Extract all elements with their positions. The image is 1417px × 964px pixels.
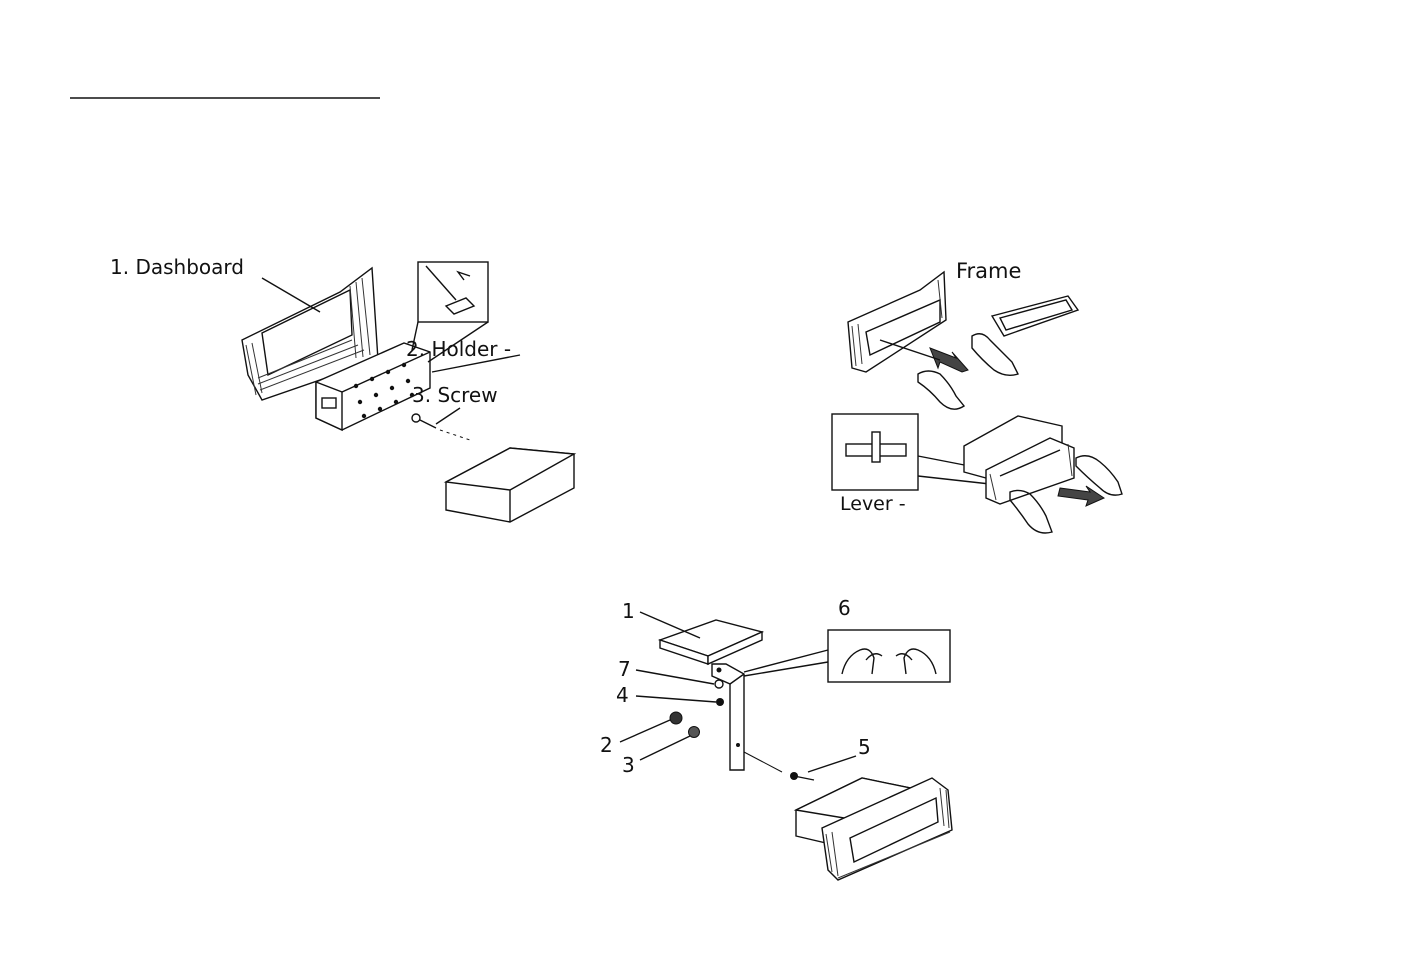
label-part-5: 5 <box>858 735 871 759</box>
hand-left-bottom <box>1009 489 1053 534</box>
inset-screwdriver-detail <box>411 261 489 363</box>
label-frame: Frame <box>956 259 1021 283</box>
radio-unit-box <box>443 447 577 523</box>
inset-lever-detail <box>831 413 991 491</box>
label-dashboard: 1. Dashboard <box>110 255 244 279</box>
label-lever: Lever - <box>840 493 906 515</box>
screw-part <box>411 407 471 441</box>
holder-sleeve <box>315 342 431 432</box>
washer-3 <box>688 726 700 738</box>
label-screw: 3. Screw <box>412 383 498 407</box>
mounting-plate <box>657 619 765 666</box>
diagram-c-bracket-install: 1 6 7 4 2 3 5 <box>600 596 953 881</box>
dashboard-panel <box>241 266 379 401</box>
pull-arrow-top <box>879 339 969 373</box>
inset-hands-detail <box>743 629 951 683</box>
diagram-b-removal: Frame Lever - <box>831 259 1123 534</box>
label-part-2: 2 <box>600 733 613 757</box>
pull-arrow-bottom <box>1057 485 1106 507</box>
label-part-4: 4 <box>616 683 629 707</box>
bracket-strap <box>711 663 745 771</box>
label-part-1: 1 <box>622 599 635 623</box>
washer-7 <box>714 679 724 689</box>
diagram-a-dashboard-install: 1. Dashboard 2. Holder - 3. Screw <box>110 255 577 523</box>
removal-radio-unit <box>963 415 1075 505</box>
hand-right-top <box>971 333 1019 377</box>
label-part-7: 7 <box>618 657 631 681</box>
radio-unit-with-faceplate <box>793 777 953 881</box>
hand-right-bottom <box>1075 455 1123 496</box>
hand-left-top <box>917 370 966 410</box>
label-part-6: 6 <box>838 596 851 620</box>
nut-2 <box>669 711 683 725</box>
label-holder: 2. Holder - <box>406 337 511 361</box>
trim-frame <box>990 295 1080 337</box>
screw-4 <box>716 698 724 706</box>
label-part-3: 3 <box>622 753 635 777</box>
bolt-5 <box>743 751 815 781</box>
